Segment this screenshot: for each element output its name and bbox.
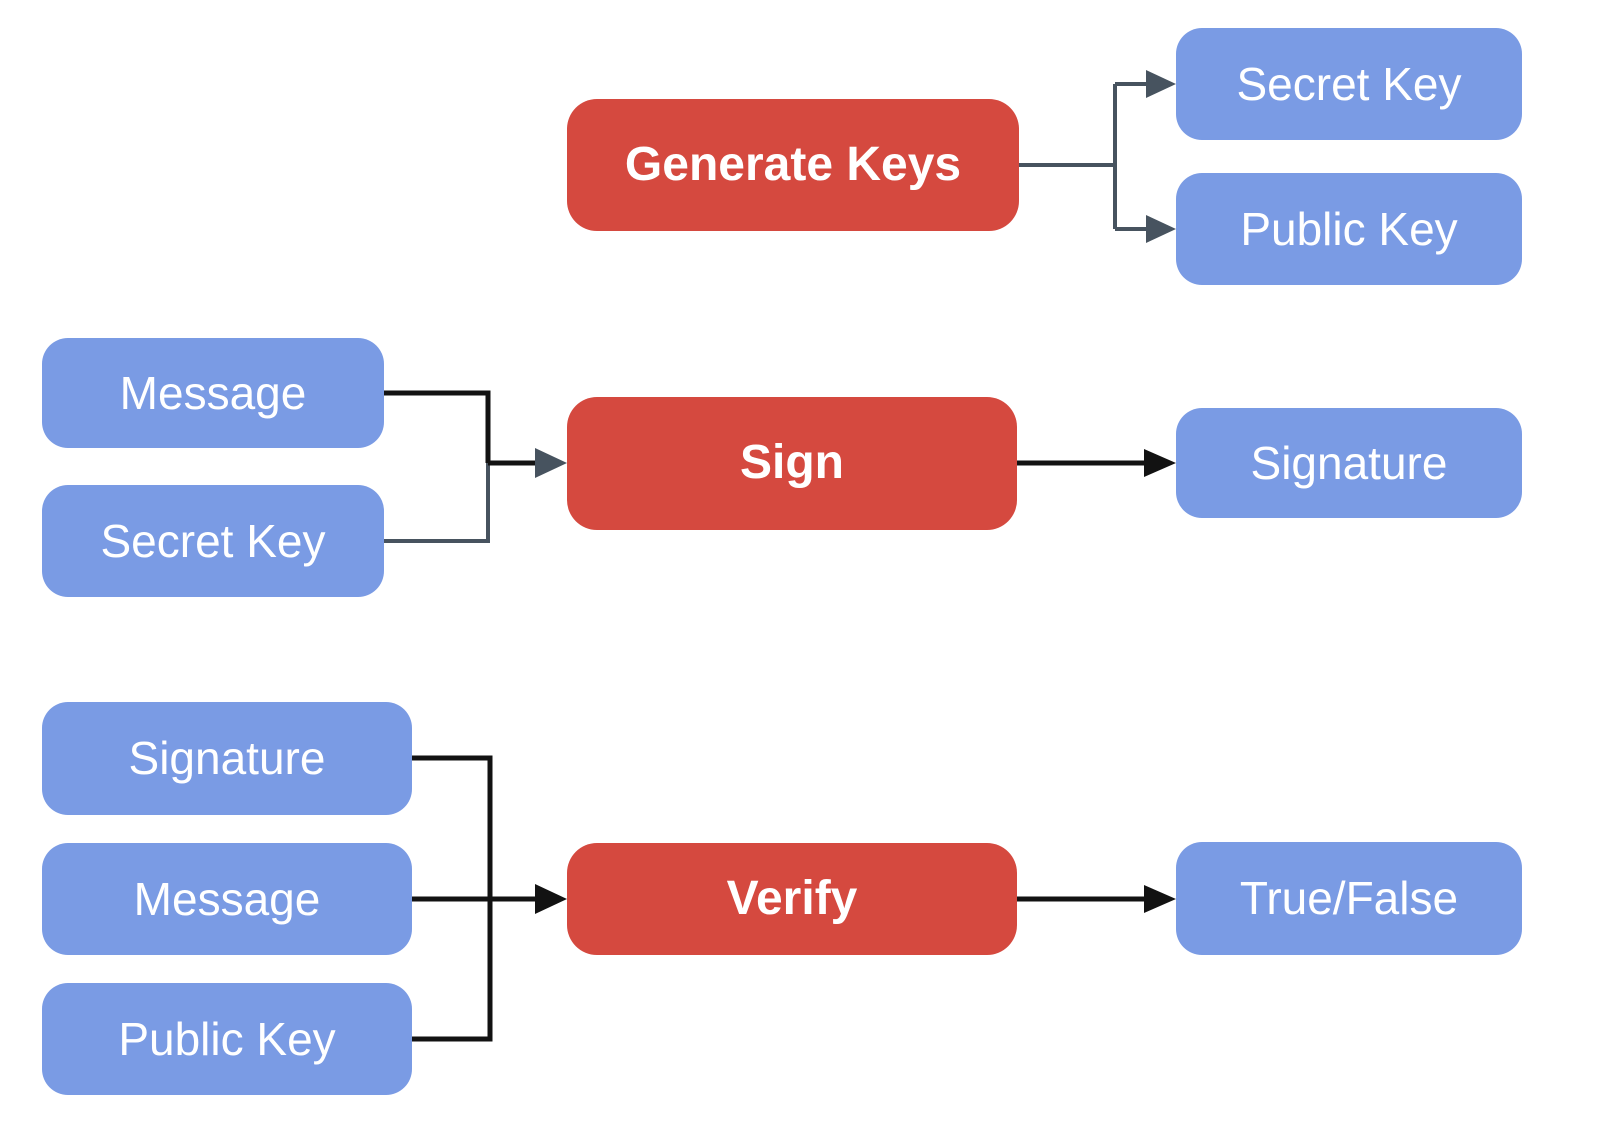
arrowhead-verify-icon <box>535 884 567 914</box>
signature-input-verify-box: Signature <box>42 702 412 815</box>
message-input-verify-box: Message <box>42 843 412 955</box>
secret-key-output-box: Secret Key <box>1176 28 1522 140</box>
generate-keys-process-box: Generate Keys <box>567 99 1019 231</box>
verify-process-box: Verify <box>567 843 1017 955</box>
secret-key-input-sign-box: Secret Key <box>42 485 384 597</box>
sign-process-box: Sign <box>567 397 1017 530</box>
arrowhead-secret-key-icon <box>1146 70 1176 98</box>
public-key-output-box: Public Key <box>1176 173 1522 285</box>
arrowhead-signature-icon <box>1144 449 1176 477</box>
arrowhead-public-key-icon <box>1146 215 1176 243</box>
connector-message-to-sign <box>384 390 491 463</box>
connector-public-key-to-verify <box>412 899 493 1042</box>
message-input-sign-box: Message <box>42 338 384 448</box>
connector-secret-key-to-sign <box>384 463 490 543</box>
true-false-output-box: True/False <box>1176 842 1522 955</box>
signature-output-box: Signature <box>1176 408 1522 518</box>
connector-signature-to-verify <box>412 755 493 899</box>
public-key-input-verify-box: Public Key <box>42 983 412 1095</box>
arrowhead-true-false-icon <box>1144 885 1176 913</box>
arrowhead-sign-icon <box>535 448 567 478</box>
